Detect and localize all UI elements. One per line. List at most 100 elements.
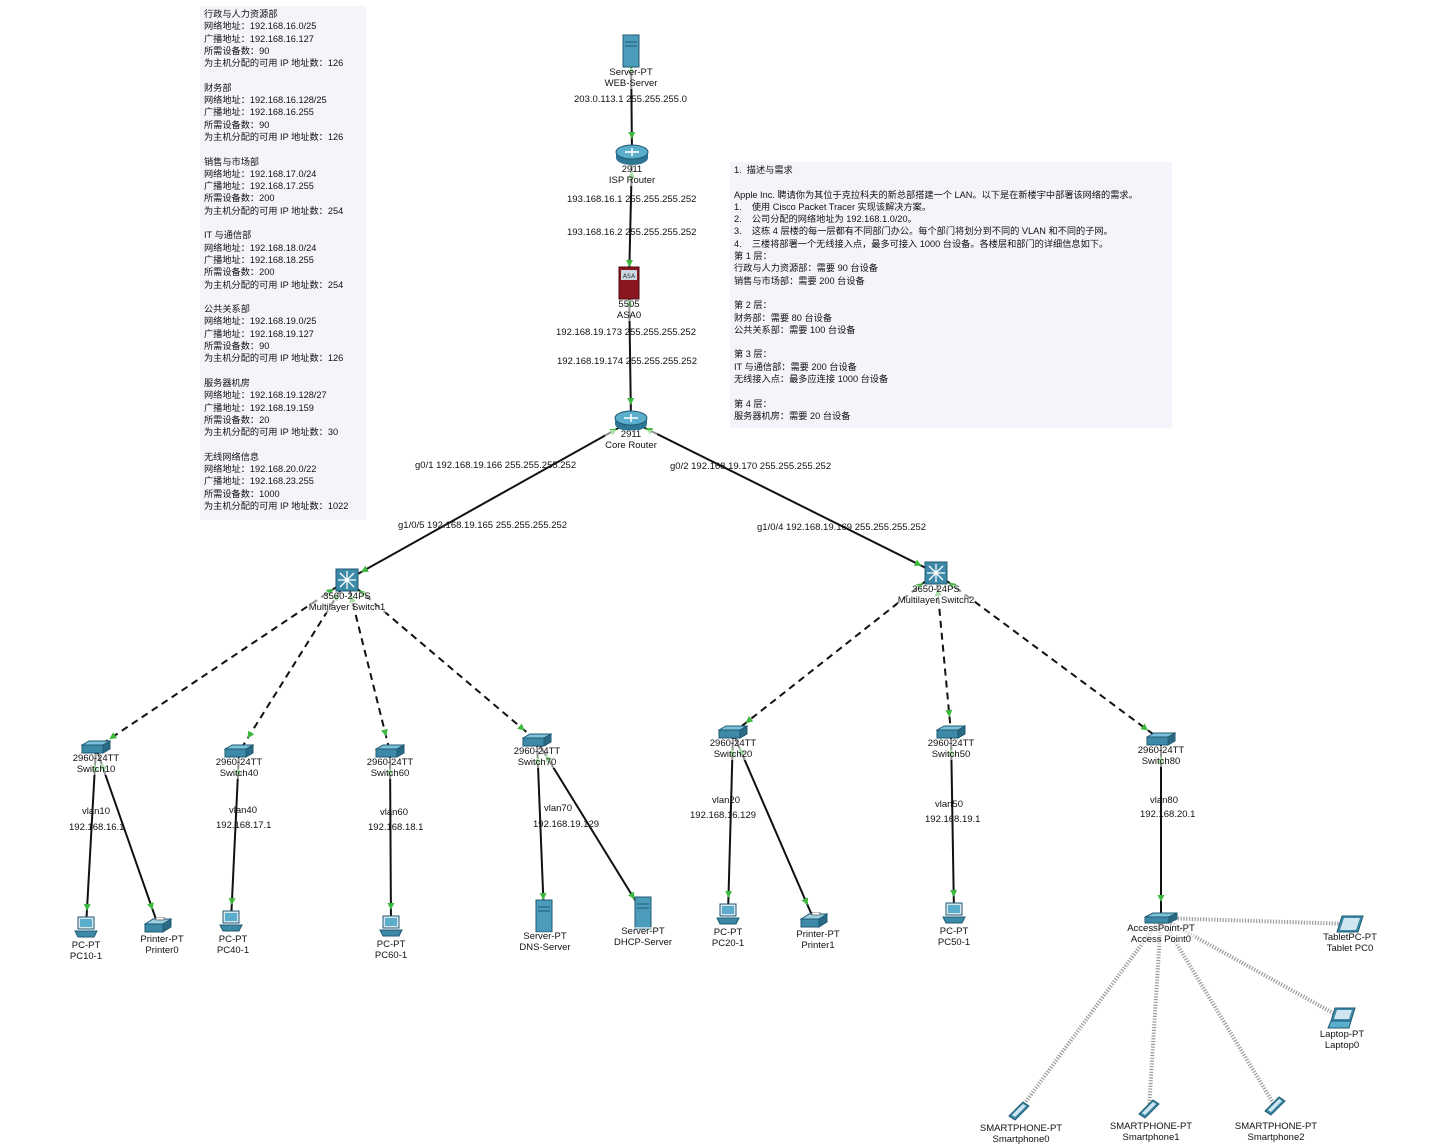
switch70-model: 2960-24TT bbox=[513, 746, 561, 757]
switch40-model: 2960-24TT bbox=[215, 757, 263, 768]
link-status-arrow-ms1-sw40-b bbox=[247, 730, 255, 739]
switch10-name: Switch10 bbox=[76, 763, 116, 775]
vlan-label-20: vlan20 bbox=[712, 795, 740, 806]
link-ms1-sw40 bbox=[238, 579, 348, 753]
server-icon bbox=[622, 34, 640, 68]
link-ap-sp2 bbox=[1159, 916, 1277, 1108]
pc-icon bbox=[716, 903, 740, 925]
link-sw40-pc40 bbox=[230, 751, 240, 922]
pc20-model: PC-PT bbox=[713, 927, 743, 938]
server-icon bbox=[634, 896, 652, 930]
link-status-arrow-ms1-sw10-b bbox=[109, 732, 118, 740]
link-status-arrow-sw70-dns-b bbox=[539, 892, 547, 901]
link-status-arrow-ms2-sw20-b bbox=[745, 716, 754, 724]
printer1-model: Printer-PT bbox=[796, 929, 840, 940]
ms2-name: Multilayer Switch2 bbox=[897, 594, 975, 606]
pc60-name: PC60-1 bbox=[374, 949, 408, 961]
printer-icon bbox=[800, 912, 828, 928]
link-status-arrow-ms2-sw50-b bbox=[945, 709, 953, 718]
link-status-arrow-asa-core-b bbox=[627, 397, 635, 406]
link-ms1-sw10 bbox=[95, 579, 348, 749]
pc60-model: PC-PT bbox=[376, 939, 406, 950]
svg-text:ASA: ASA bbox=[623, 273, 636, 280]
vlan-label-70: vlan70 bbox=[544, 803, 572, 814]
switch70-name: Switch70 bbox=[517, 756, 557, 768]
switch60-name: Switch60 bbox=[370, 767, 410, 779]
link-label-core-up: 192.168.19.174 255.255.255.252 bbox=[557, 356, 697, 367]
pc-icon bbox=[219, 910, 243, 932]
vlan-label-40: vlan40 bbox=[229, 805, 257, 816]
link-sw10-pc10 bbox=[85, 747, 97, 928]
pc40-model: PC-PT bbox=[218, 934, 248, 945]
printer-icon bbox=[144, 917, 172, 933]
link-status-arrow-ms1-sw70-b bbox=[517, 723, 525, 731]
gateway-label-40: 192.168.17.1 bbox=[216, 820, 272, 831]
link-status-arrow-sw20-pr1-b bbox=[801, 897, 809, 906]
link-status-arrow-isp-asa-b bbox=[626, 259, 634, 268]
switch-icon bbox=[522, 733, 552, 747]
link-status-arrow-sw60-pc60-b bbox=[387, 902, 395, 911]
switch80-model: 2960-24TT bbox=[1137, 745, 1185, 756]
laptop-icon bbox=[1327, 1007, 1356, 1029]
printer0-name: Printer0 bbox=[145, 944, 179, 956]
ms1-name: Multilayer Switch1 bbox=[308, 601, 386, 613]
switch10-model: 2960-24TT bbox=[72, 753, 120, 764]
asa-name: ASA0 bbox=[616, 309, 642, 321]
link-status-arrow-sw10-pc10-b bbox=[83, 903, 91, 912]
smartphone2-name: Smartphone2 bbox=[1247, 1131, 1305, 1143]
switch-icon bbox=[81, 740, 111, 754]
switch80-name: Switch80 bbox=[1141, 755, 1181, 767]
link-label-asa-out: 193.168.16.2 255.255.255.252 bbox=[567, 227, 697, 238]
link-ap-tab bbox=[1160, 916, 1351, 926]
ms1-model: 3560-24PS bbox=[323, 591, 371, 602]
multilayer-switch-icon bbox=[335, 568, 359, 592]
link-sw10-pr0 bbox=[95, 747, 159, 926]
link-status-arrow-sw50-pc50-b bbox=[950, 889, 958, 898]
pc10-model: PC-PT bbox=[71, 940, 101, 951]
smartphone2-model: SMARTPHONE-PT bbox=[1234, 1121, 1318, 1132]
access-point-model: AccessPoint-PT bbox=[1127, 923, 1195, 934]
gateway-label-20: 192.168.16.129 bbox=[690, 810, 757, 821]
link-label-core-g01: g0/1 192.168.19.166 255.255.255.252 bbox=[415, 460, 577, 471]
pc40-name: PC40-1 bbox=[216, 944, 250, 956]
smartphone0-model: SMARTPHONE-PT bbox=[979, 1123, 1063, 1134]
switch-icon bbox=[224, 744, 254, 758]
web-server-name: WEB-Server bbox=[604, 77, 658, 89]
link-label-asa-in: 192.168.19.173 255.255.255.252 bbox=[556, 327, 696, 338]
link-core-ms2 bbox=[630, 420, 937, 574]
core-router-model: 2911 bbox=[620, 429, 642, 440]
pc10-name: PC10-1 bbox=[69, 950, 103, 962]
switch-icon bbox=[1146, 732, 1176, 746]
vlan-label-80: vlan80 bbox=[1150, 795, 1178, 806]
pc50-model: PC-PT bbox=[939, 926, 969, 937]
isp-router-model: 2911 bbox=[621, 164, 643, 175]
printer0-model: Printer-PT bbox=[140, 934, 184, 945]
router-icon bbox=[614, 410, 648, 431]
switch40-name: Switch40 bbox=[219, 767, 259, 779]
dhcp-server-model: Server-PT bbox=[621, 926, 665, 937]
switch-icon bbox=[375, 744, 405, 758]
pc-icon bbox=[74, 916, 98, 938]
isp-router-name: ISP Router bbox=[608, 174, 656, 186]
link-status-arrow-web-isp-b bbox=[628, 131, 636, 140]
link-sw70-dhcp bbox=[536, 740, 644, 914]
link-ap-sp0 bbox=[1017, 916, 1163, 1113]
pc-icon bbox=[379, 915, 403, 937]
vlan-label-60: vlan60 bbox=[380, 807, 408, 818]
printer1-name: Printer1 bbox=[801, 939, 835, 951]
tablet-model: TabletPC-PT bbox=[1323, 932, 1377, 943]
link-ms2-sw80 bbox=[935, 572, 1162, 741]
smartphone0-name: Smartphone0 bbox=[992, 1133, 1050, 1145]
dhcp-server-name: DHCP-Server bbox=[613, 936, 673, 948]
requirements-note: 1. 描述与需求 Apple Inc. 聘请你为其位于克拉科夫的新总部搭建一个 … bbox=[730, 162, 1172, 428]
dns-server-name: DNS-Server bbox=[519, 941, 571, 953]
link-status-arrow-sw70-dhcp-b bbox=[627, 891, 635, 900]
link-sw50-pc50 bbox=[950, 732, 955, 914]
web-server-model: Server-PT bbox=[609, 67, 653, 78]
link-label-ms2: g1/0/4 192.168.19.169 255.255.255.252 bbox=[757, 522, 927, 533]
gateway-label-70: 192.168.19.129 bbox=[533, 819, 600, 830]
asa-model: 5505 bbox=[618, 299, 640, 310]
access-point-icon bbox=[1144, 912, 1178, 924]
link-sw60-pc60 bbox=[389, 751, 392, 927]
ms2-model: 3650-24PS bbox=[912, 584, 960, 595]
